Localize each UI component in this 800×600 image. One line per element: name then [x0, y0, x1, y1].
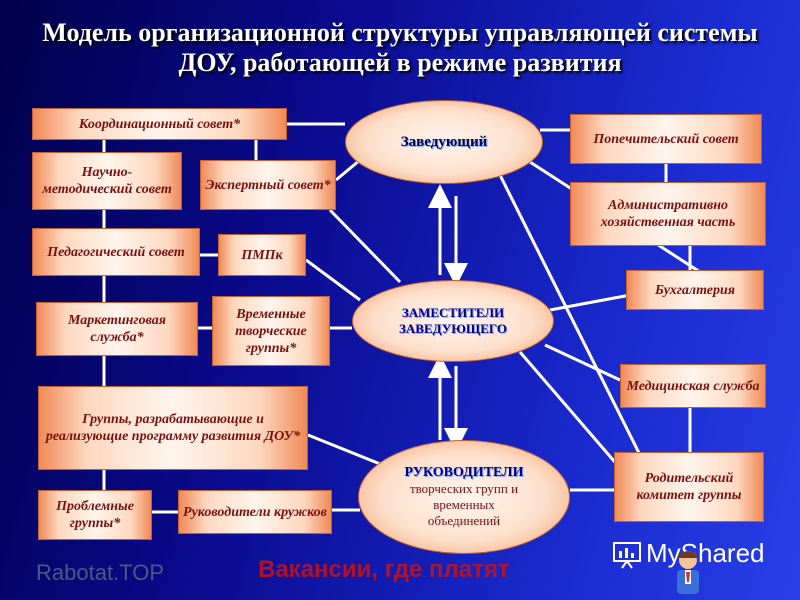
ellipse-leaders-sub: творческих групп и временных объединений [409, 481, 519, 528]
expert-zav-line [335, 158, 361, 182]
pmpk-zam-line [305, 258, 361, 302]
zam-med-line [544, 343, 621, 382]
box-pmpk: ПМПк [218, 234, 306, 276]
box-coord-council: Координационный совет* [32, 108, 287, 140]
ellipse-deputies-label: ЗАМЕСТИТЕЛИ ЗАВЕДУЮЩЕГО [399, 305, 507, 336]
box-club-leaders: Руководители кружков [178, 490, 332, 534]
ellipse-leaders-head: РУКОВОДИТЕЛИ [404, 465, 524, 480]
box-trustee-council: Попечительский совет [570, 114, 762, 164]
box-pedagogical-council: Педагогический совет [32, 228, 200, 276]
box-temporary-groups: Временные творческие группы* [212, 296, 330, 366]
logo-text: MyShared [646, 538, 765, 568]
box-expert-council: Экспертный совет* [200, 160, 336, 210]
watermark-center: Вакансии, где платят [258, 556, 510, 583]
ellipse-head-label: Заведующий [400, 134, 488, 150]
ellipse-leaders: РУКОВОДИТЕЛИ творческих групп и временны… [358, 440, 570, 554]
watermark-left: Rabotat.TOP [36, 560, 164, 585]
box-development-groups: Группы, разрабатывающие и реализующие пр… [38, 386, 308, 470]
box-problem-groups: Проблемные группы* [38, 490, 152, 540]
box-scientific-council: Научно-методический совет [32, 152, 182, 210]
box-marketing-service: Маркетинговая служба* [36, 302, 198, 356]
zam-rod-line [518, 351, 622, 469]
ellipse-deputies: ЗАМЕСТИТЕЛИ ЗАВЕДУЮЩЕГО [352, 280, 554, 362]
diagram-title: Модель организационной структуры управля… [42, 18, 758, 77]
box-accounting: Бухгалтерия [626, 270, 764, 310]
box-admin-household: Административно хозяйственная часть [570, 182, 766, 246]
zav-rod-line [498, 174, 642, 456]
myshared-logo: MyShared [612, 538, 765, 569]
person-icon [677, 551, 699, 594]
presentation-icon [613, 541, 641, 569]
expert-zam-line [328, 208, 402, 284]
ellipse-head: Заведующий [345, 100, 543, 184]
box-parent-committee: Родительский комитет группы [614, 452, 764, 522]
box-medical-service: Медицинская служба [620, 364, 766, 408]
